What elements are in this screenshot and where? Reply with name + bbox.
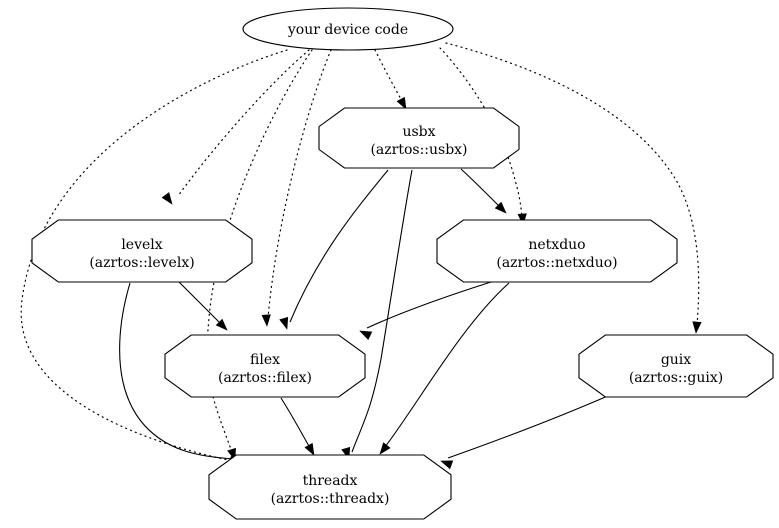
- node-label-filex-name: filex: [250, 352, 280, 368]
- edge-device-to-usbx: [374, 49, 403, 102]
- edge-device-to-netxduo: [439, 47, 523, 218]
- node-shape-threadx: [208, 454, 452, 520]
- node-label-guix-namespace: (azrtos::guix): [629, 370, 723, 386]
- node-label-netxduo-name: netxduo: [528, 237, 585, 253]
- node-label-device-name: your device code: [287, 22, 408, 38]
- arrowhead-usbx-to-filex: [279, 316, 289, 330]
- edge-netxduo-to-filex: [366, 281, 492, 329]
- node-label-usbx-name: usbx: [402, 124, 435, 140]
- nodes-layer: your device codeusbx(azrtos::usbx)levelx…: [31, 7, 774, 520]
- node-shape-guix: [578, 334, 774, 398]
- node-label-levelx-namespace: (azrtos::levelx): [89, 255, 194, 271]
- edge-device-to-threadx: [206, 49, 313, 453]
- node-levelx[interactable]: levelx(azrtos::levelx): [31, 219, 253, 283]
- edge-device-to-levelx: [177, 49, 310, 197]
- arrowhead-netxduo-to-filex: [359, 330, 373, 340]
- edge-usbx-to-filex: [289, 169, 389, 323]
- arrowhead-filex-to-threadx: [304, 442, 315, 456]
- arrowhead-usbx-to-netxduo: [494, 201, 507, 214]
- edge-guix-to-threadx: [447, 394, 611, 459]
- node-netxduo[interactable]: netxduo(azrtos::netxduo): [436, 219, 678, 283]
- node-label-usbx-namespace: (azrtos::usbx): [370, 142, 467, 158]
- arrowhead-netxduo-to-threadx: [379, 442, 391, 455]
- edge-netxduo-to-threadx: [384, 282, 510, 448]
- node-label-levelx-name: levelx: [121, 237, 162, 253]
- arrowhead-device-to-guix: [692, 321, 702, 334]
- edge-levelx-to-threadx: [119, 282, 237, 460]
- edge-device-to-guix: [445, 42, 700, 326]
- node-label-netxduo-namespace: (azrtos::netxduo): [496, 255, 617, 271]
- arrowhead-guix-to-threadx: [440, 460, 454, 470]
- node-label-threadx-namespace: (azrtos::threadx): [271, 491, 390, 507]
- node-label-filex-namespace: (azrtos::filex): [218, 370, 312, 386]
- arrowhead-device-to-levelx: [161, 192, 173, 205]
- node-usbx[interactable]: usbx(azrtos::usbx): [318, 107, 520, 169]
- edges-layer: [20, 42, 702, 470]
- node-label-threadx-name: threadx: [303, 473, 358, 489]
- edge-usbx-to-netxduo: [460, 168, 501, 208]
- node-shape-device: [242, 7, 454, 51]
- node-label-guix-name: guix: [661, 352, 691, 368]
- edge-device-to-filex: [267, 49, 332, 319]
- node-shape-netxduo: [436, 219, 678, 283]
- node-shape-filex: [164, 334, 366, 398]
- arrowhead-device-to-usbx: [396, 96, 407, 110]
- arrowhead-device-to-filex: [261, 314, 271, 327]
- node-shape-usbx: [318, 107, 520, 169]
- node-guix[interactable]: guix(azrtos::guix): [578, 334, 774, 398]
- edge-filex-to-threadx: [280, 397, 311, 449]
- node-filex[interactable]: filex(azrtos::filex): [164, 334, 366, 398]
- arrowhead-levelx-to-filex: [215, 318, 228, 331]
- node-device[interactable]: your device code: [242, 7, 454, 51]
- edge-usbx-to-threadx: [351, 169, 413, 453]
- edge-levelx-to-filex: [178, 281, 222, 325]
- node-shape-levelx: [31, 219, 253, 283]
- node-threadx[interactable]: threadx(azrtos::threadx): [208, 454, 452, 520]
